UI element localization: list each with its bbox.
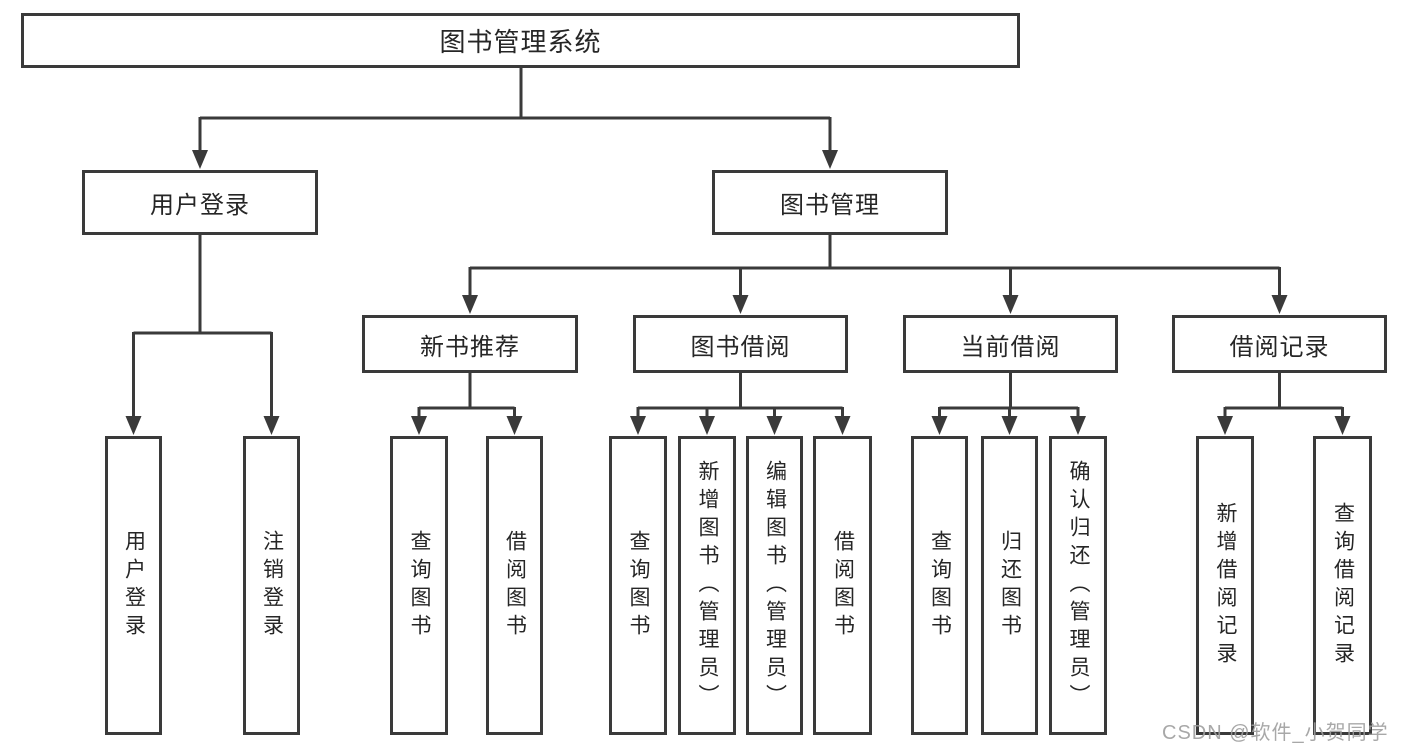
- node-book-management: 图书管理: [712, 170, 948, 235]
- leaf-confirm-return-admin: 确认归还（管理员）: [1049, 436, 1107, 735]
- node-book-management-system: 图书管理系统: [21, 13, 1020, 68]
- leaf-return-books: 归还图书: [981, 436, 1038, 735]
- node-new-book-recommendation: 新书推荐: [362, 315, 578, 373]
- leaf-add-books-admin: 新增图书（管理员）: [678, 436, 736, 735]
- leaf-borrow-books-newbook: 借阅图书: [486, 436, 543, 735]
- leaf-query-borrow-record: 查询借阅记录: [1313, 436, 1372, 735]
- node-book-borrowing: 图书借阅: [633, 315, 848, 373]
- leaf-user-login: 用户登录: [105, 436, 162, 735]
- leaf-borrow-books-borrowing: 借阅图书: [813, 436, 872, 735]
- leaf-query-books-borrowing: 查询图书: [609, 436, 667, 735]
- leaf-edit-books-admin: 编辑图书（管理员）: [746, 436, 803, 735]
- leaf-add-borrow-record: 新增借阅记录: [1196, 436, 1254, 735]
- node-user-login: 用户登录: [82, 170, 318, 235]
- csdn-watermark: CSDN @软件_小贺同学: [1162, 722, 1389, 744]
- leaf-query-books-current: 查询图书: [911, 436, 968, 735]
- leaf-logout: 注销登录: [243, 436, 300, 735]
- node-current-borrowing: 当前借阅: [903, 315, 1118, 373]
- leaf-query-books-newbook: 查询图书: [390, 436, 448, 735]
- node-borrowing-records: 借阅记录: [1172, 315, 1387, 373]
